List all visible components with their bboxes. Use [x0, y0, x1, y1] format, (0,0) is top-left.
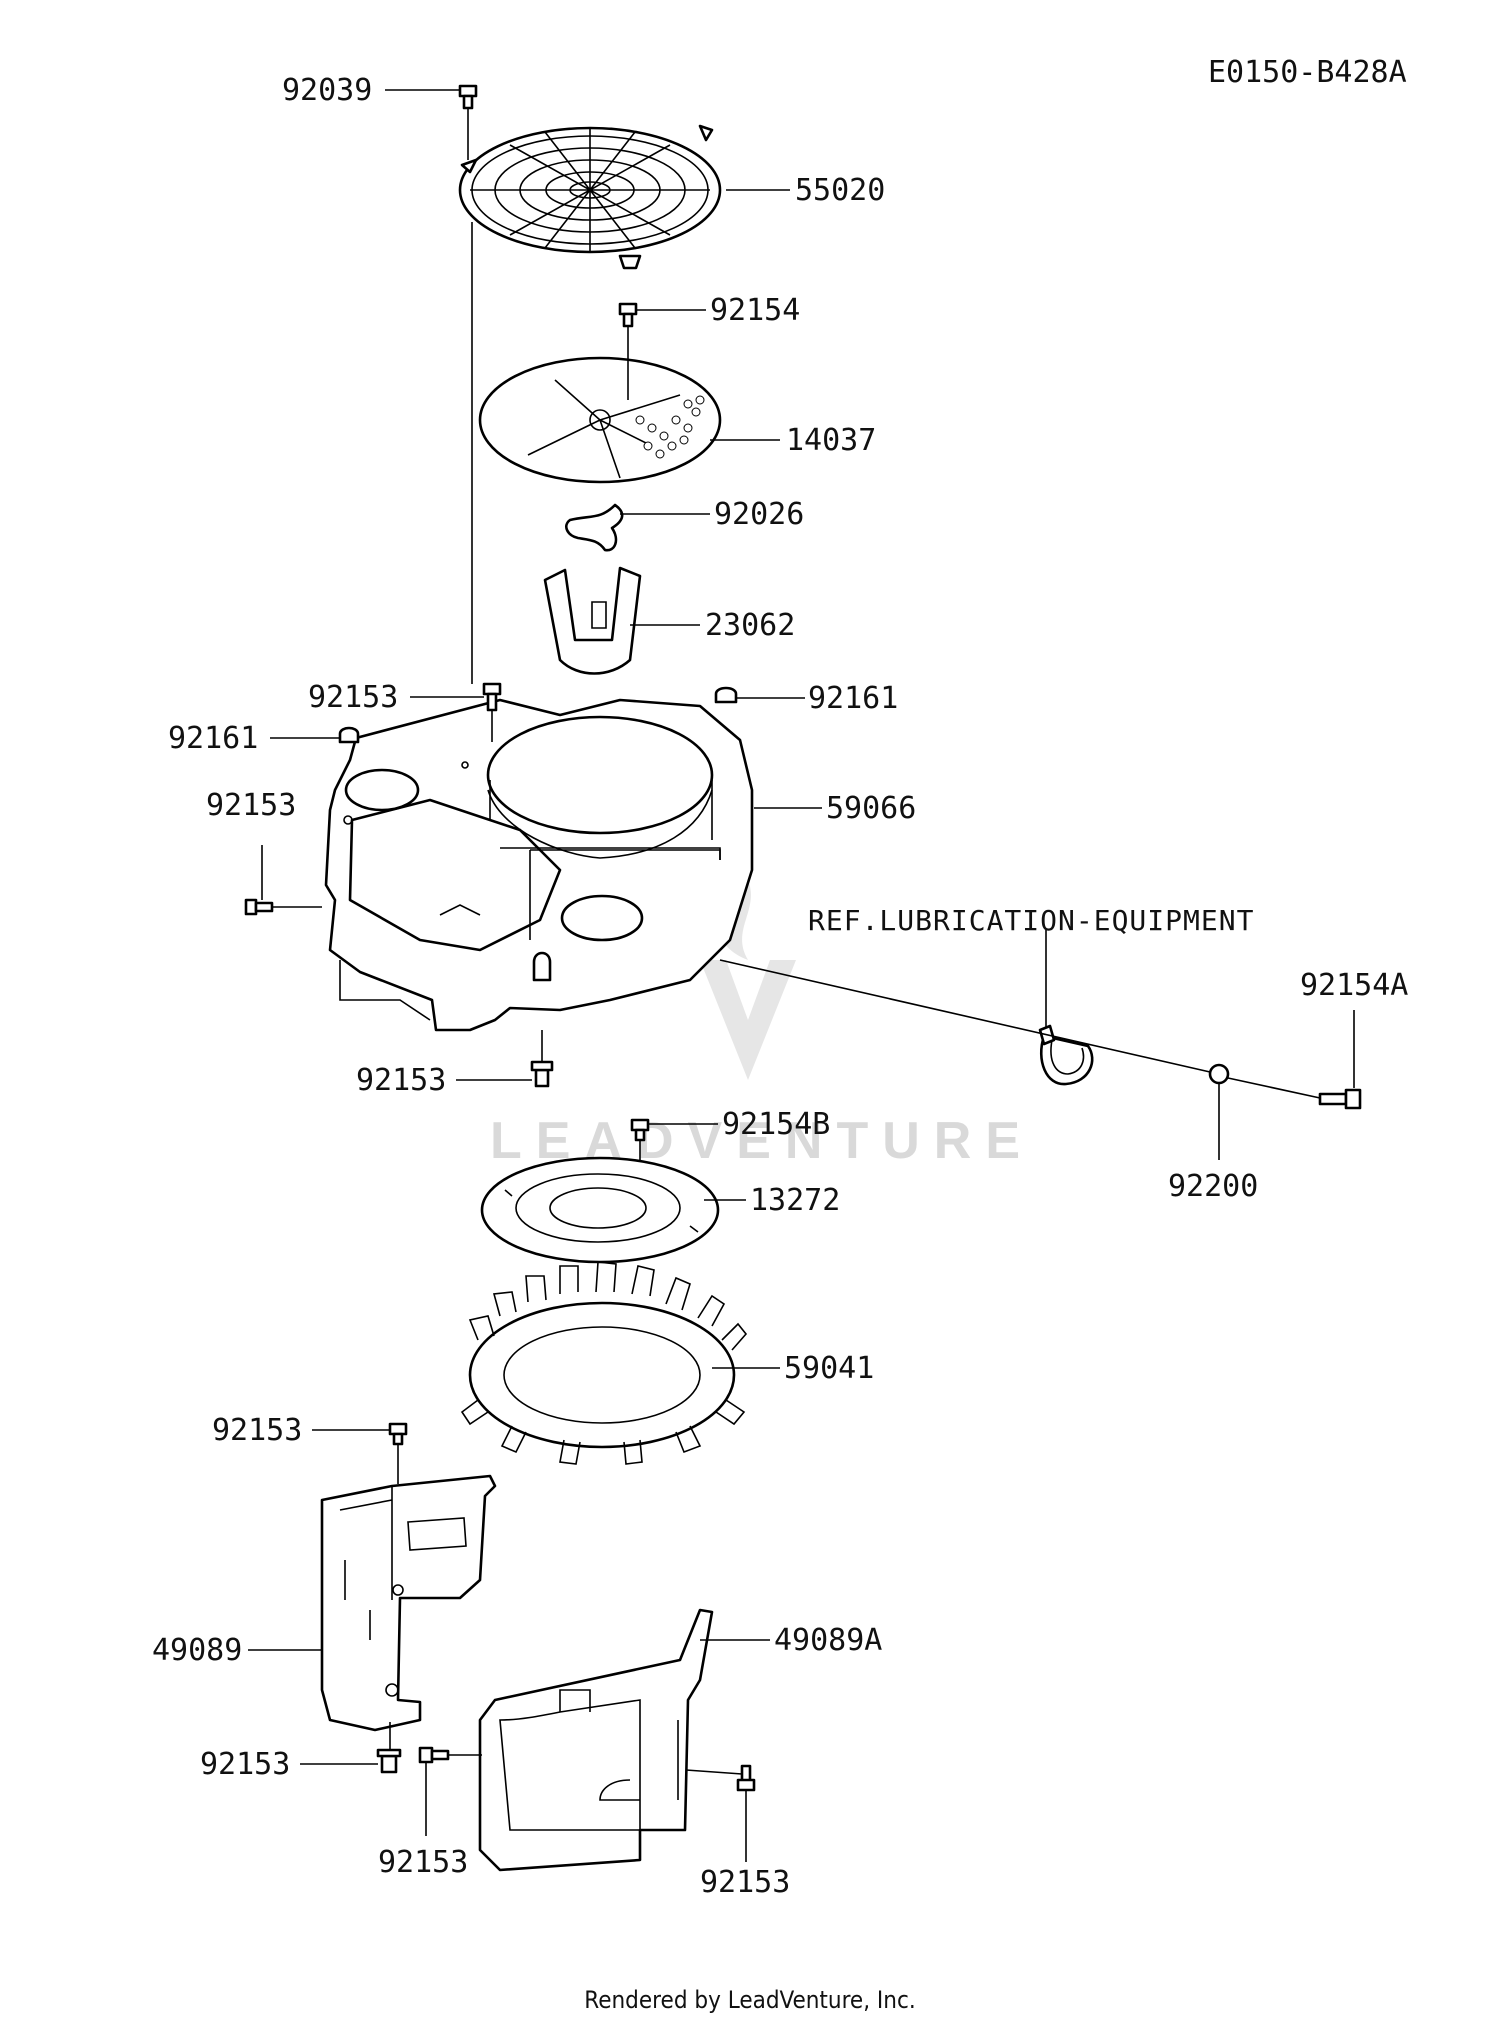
bolt-92153-lower-left	[418, 1746, 450, 1764]
callout-55020: 55020	[795, 173, 885, 208]
callout-92153-lower-left: 92153	[378, 1845, 468, 1880]
cap-92161-left	[338, 726, 360, 744]
callout-49089A: 49089A	[774, 1623, 882, 1658]
callout-92154: 92154	[710, 293, 800, 328]
cap-92161-right	[714, 686, 738, 704]
callout-92154B: 92154B	[722, 1107, 830, 1142]
drawing-number: E0150-B428A	[1208, 55, 1407, 90]
bolt-92154A	[1318, 1088, 1362, 1110]
callout-92153-lower-right: 92153	[700, 1865, 790, 1900]
reference-note: REF.LUBRICATION-EQUIPMENT	[808, 904, 1254, 937]
part-23062-guide	[543, 566, 642, 675]
part-92026-spacer	[565, 503, 624, 552]
callout-14037: 14037	[786, 423, 876, 458]
callout-92154A: 92154A	[1300, 968, 1408, 1003]
leader-lines	[248, 89, 1355, 1862]
part-14037-plate	[478, 356, 722, 484]
callout-92153-top: 92153	[308, 680, 398, 715]
fasteners	[244, 84, 1362, 1792]
callout-labels: 92039 55020 92154 14037 92026 23062 9215…	[152, 73, 1408, 1900]
part-49089A-cover	[478, 1608, 714, 1872]
part-55020-screen	[458, 124, 722, 270]
callout-92153-housing-bottom: 92153	[356, 1063, 446, 1098]
callout-59066: 59066	[826, 791, 916, 826]
callout-92153-cover-top: 92153	[212, 1413, 302, 1448]
callout-59041: 59041	[784, 1351, 874, 1386]
callout-92153-cover-bottom: 92153	[200, 1747, 290, 1782]
callout-23062: 23062	[705, 608, 795, 643]
callout-49089: 49089	[152, 1633, 242, 1668]
bolt-92153-top	[482, 682, 502, 712]
part-59041-fan	[460, 1261, 748, 1465]
bolt-92039	[458, 84, 478, 110]
callout-92153-left: 92153	[206, 788, 296, 823]
footer-credit: Rendered by LeadVenture, Inc.	[584, 1986, 916, 2014]
bolt-92153-left	[244, 898, 274, 916]
callout-13272: 13272	[750, 1183, 840, 1218]
bolt-92154B	[630, 1118, 650, 1142]
callout-92161-right: 92161	[808, 681, 898, 716]
callout-92161-left: 92161	[168, 721, 258, 756]
bolt-92153-cover-top	[388, 1422, 408, 1446]
part-92200-washer	[1208, 1063, 1230, 1085]
callout-92039: 92039	[282, 73, 372, 108]
callout-92200: 92200	[1168, 1169, 1258, 1204]
bolt-92153-lower-right	[736, 1764, 756, 1792]
part-49089-cover	[320, 1474, 497, 1732]
bolt-92153-housing-bottom	[530, 1060, 554, 1088]
part-59066-fan-housing	[324, 698, 754, 1032]
bolt-92153-cover-bottom	[376, 1748, 402, 1774]
callout-92026: 92026	[714, 497, 804, 532]
ref-lubrication-clamp	[1038, 1024, 1094, 1086]
bolt-92154	[618, 302, 638, 328]
part-13272-plate	[480, 1156, 720, 1264]
